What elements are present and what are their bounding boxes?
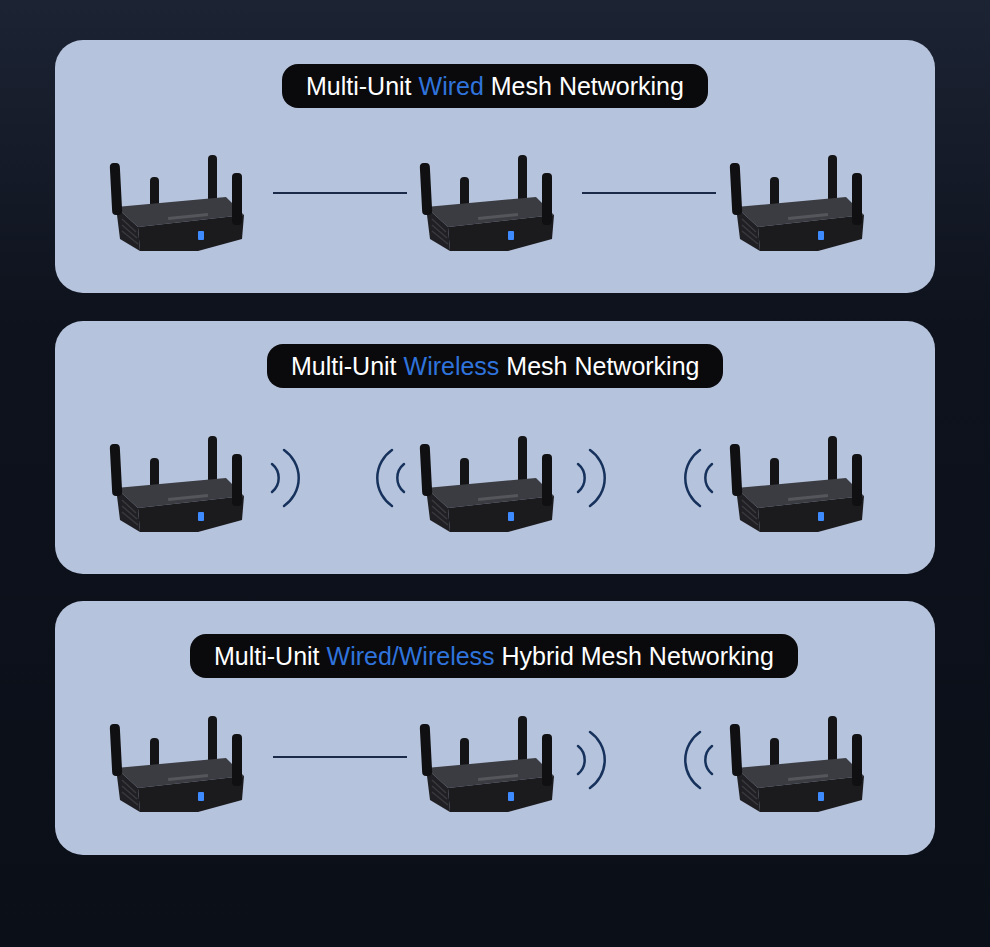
pill-title: Multi-Unit Wired Mesh Networking xyxy=(306,72,684,100)
title-pill: Multi-Unit Wired Mesh Networking xyxy=(282,64,708,108)
pill-title: Multi-Unit Wireless Mesh Networking xyxy=(291,352,699,380)
pill-title: Multi-Unit Wired/Wireless Hybrid Mesh Ne… xyxy=(214,642,774,670)
title-pill: Multi-Unit Wired/Wireless Hybrid Mesh Ne… xyxy=(190,634,798,678)
panel xyxy=(55,321,935,574)
title-pill: Multi-Unit Wireless Mesh Networking xyxy=(267,344,723,388)
panel xyxy=(55,40,935,293)
panel xyxy=(55,601,935,855)
